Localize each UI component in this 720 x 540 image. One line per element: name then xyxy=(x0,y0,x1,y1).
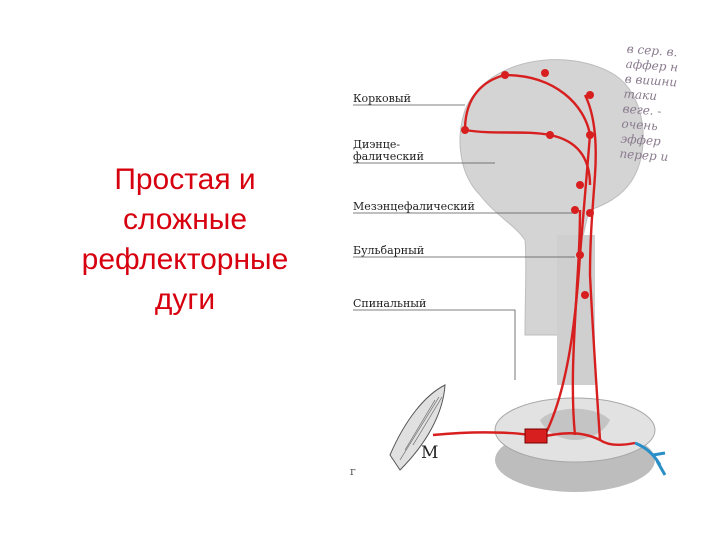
corner-mark: г xyxy=(350,465,356,478)
level-label-spinal: Спинальный xyxy=(353,298,426,310)
level-label-cortical: Корковый xyxy=(353,93,411,105)
level-label-diencephalic-2: фалический xyxy=(353,151,424,163)
title-line-4: дуги xyxy=(40,280,330,320)
level-label-bulbar: Бульбарный xyxy=(353,245,424,257)
title-line-2: сложные xyxy=(40,200,330,240)
reflex-arc-figure: Корковый Диэнце- фалический Мезэнцефалич… xyxy=(335,35,720,540)
motor-neuron xyxy=(525,429,547,443)
brain-hemisphere xyxy=(460,60,643,335)
level-label-mesencephalic: Мезэнцефалический xyxy=(353,201,475,213)
motor-label: М xyxy=(421,443,438,463)
handwritten-note: в сер. в. аффер н в вишни таки веге. - о… xyxy=(619,42,720,168)
title-line-3: рефлекторные xyxy=(40,240,330,280)
title-line-1: Простая и xyxy=(40,160,330,200)
slide-title: Простая и сложные рефлекторные дуги xyxy=(40,160,330,320)
